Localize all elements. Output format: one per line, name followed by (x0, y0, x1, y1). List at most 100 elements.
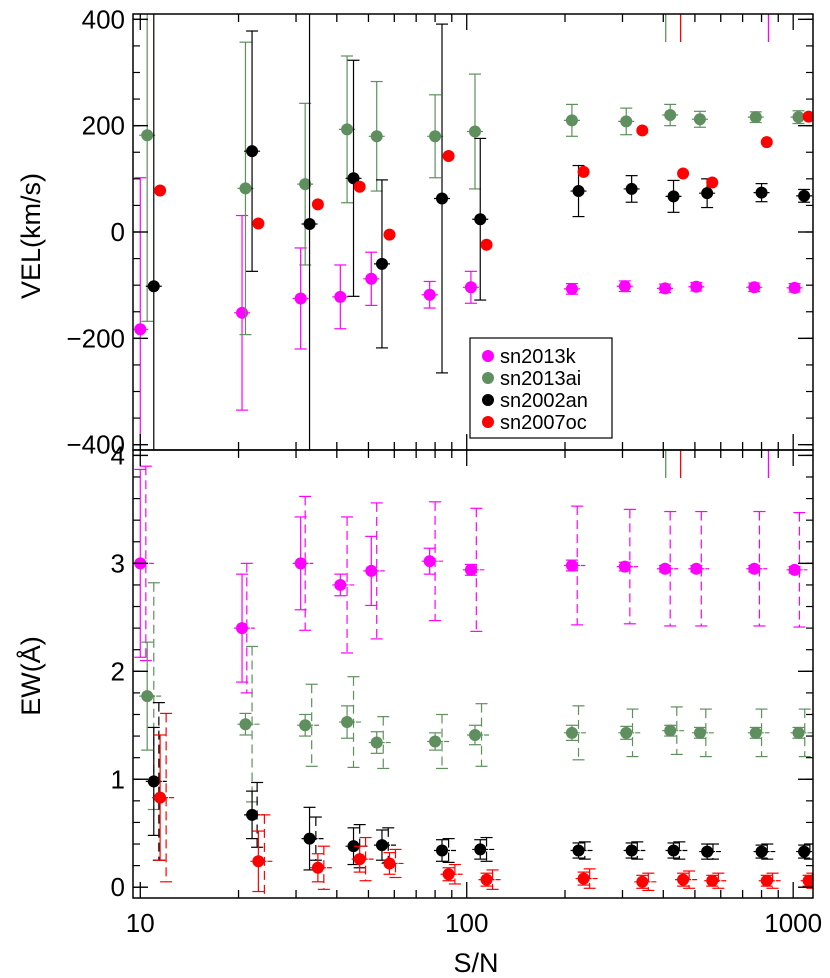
data-point-sn2013k (565, 559, 578, 572)
data-point-sn2007oc (480, 238, 493, 251)
data-point-sn2013ai (749, 111, 762, 124)
data-point-sn2013ai (664, 724, 677, 737)
data-point-sn2013ai (370, 736, 383, 749)
data-point-sn2013ai (565, 726, 578, 739)
data-point-sn2013k (294, 557, 307, 570)
data-point-sn2013k (659, 562, 672, 575)
data-point-sn2013k (365, 564, 378, 577)
data-point-sn2007oc (311, 861, 324, 874)
y-axis-label-ew: EW(Å) (15, 636, 46, 715)
data-point-sn2007oc (154, 791, 167, 804)
data-point-sn2013ai (429, 735, 442, 748)
data-point-sn2013ai (468, 728, 481, 741)
data-point-sn2002an (347, 840, 360, 853)
data-point-sn2002an (572, 844, 585, 857)
x-tick-label: 10 (126, 908, 155, 938)
legend-label-sn2002an: sn2002an (500, 390, 588, 412)
data-point-sn2007oc (677, 167, 690, 180)
data-point-sn2002an (303, 218, 316, 231)
data-point-sn2007oc (636, 124, 649, 137)
legend-swatch-sn2002an (482, 394, 494, 406)
data-point-sn2013ai (341, 123, 354, 136)
data-point-sn2013k (334, 290, 347, 303)
data-point-sn2013k (748, 281, 761, 294)
data-point-sn2007oc (353, 853, 366, 866)
plot-area (133, 450, 813, 898)
data-point-sn2002an (798, 189, 811, 202)
data-point-sn2013k (565, 282, 578, 295)
data-point-sn2013ai (141, 129, 154, 142)
data-point-sn2013k (748, 562, 761, 575)
data-point-sn2013k (788, 563, 801, 576)
y-tick-label: −400 (66, 430, 125, 460)
legend-label-sn2007oc: sn2007oc (500, 412, 587, 434)
y-axis-label-velocity: VEL(km/s) (16, 173, 46, 299)
data-point-sn2007oc (252, 855, 265, 868)
data-point-sn2013ai (664, 109, 677, 122)
data-point-sn2013k (690, 562, 703, 575)
data-point-sn2002an (572, 185, 585, 198)
y-tick-label: 1 (111, 764, 125, 794)
data-point-sn2013ai (792, 111, 805, 124)
data-point-sn2002an (436, 192, 449, 205)
data-point-sn2007oc (706, 176, 719, 189)
x-axis-label: S/N (453, 948, 498, 978)
data-point-sn2013ai (341, 716, 354, 729)
data-point-sn2002an (798, 845, 811, 858)
legend-swatch-sn2013ai (482, 372, 494, 384)
data-point-sn2013ai (693, 113, 706, 126)
data-point-sn2002an (147, 280, 160, 293)
data-point-sn2002an (667, 190, 680, 203)
data-point-sn2002an (625, 844, 638, 857)
data-point-sn2002an (375, 257, 388, 270)
data-point-sn2002an (755, 845, 768, 858)
data-point-sn2013k (464, 563, 477, 576)
data-point-sn2002an (474, 213, 487, 226)
data-point-sn2002an (755, 186, 768, 199)
data-point-sn2002an (474, 843, 487, 856)
data-point-sn2007oc (677, 873, 690, 886)
data-point-sn2002an (303, 832, 316, 845)
data-point-sn2007oc (480, 873, 493, 886)
data-point-sn2002an (375, 839, 388, 852)
data-point-sn2007oc (577, 165, 590, 178)
data-point-sn2013ai (565, 114, 578, 127)
data-point-sn2013ai (239, 182, 252, 195)
data-point-sn2013k (236, 306, 249, 319)
legend-swatch-sn2013k (482, 350, 494, 362)
y-tick-label: 2 (111, 656, 125, 686)
data-point-sn2013k (423, 555, 436, 568)
data-point-sn2007oc (383, 228, 396, 241)
data-point-sn2002an (147, 775, 160, 788)
data-point-sn2002an (667, 844, 680, 857)
data-point-sn2007oc (383, 857, 396, 870)
data-point-sn2013ai (429, 130, 442, 143)
data-point-sn2007oc (706, 874, 719, 887)
y-tick-label: 4 (111, 440, 125, 470)
data-point-sn2007oc (577, 872, 590, 885)
data-point-sn2002an (436, 844, 449, 857)
data-point-sn2007oc (636, 875, 649, 888)
data-point-sn2013k (334, 578, 347, 591)
legend-label-sn2013k: sn2013k (500, 346, 577, 368)
data-point-sn2002an (246, 145, 259, 158)
data-point-sn2007oc (154, 184, 167, 197)
data-point-sn2007oc (442, 149, 455, 162)
data-point-sn2013k (365, 272, 378, 285)
data-point-sn2002an (347, 172, 360, 185)
data-point-sn2013k (464, 281, 477, 294)
y-tick-label: 3 (111, 548, 125, 578)
legend-swatch-sn2007oc (482, 416, 494, 428)
data-point-sn2013ai (299, 178, 312, 191)
data-point-sn2002an (625, 182, 638, 195)
y-tick-label: 0 (111, 217, 125, 247)
data-point-sn2013ai (299, 719, 312, 732)
data-point-sn2002an (701, 845, 714, 858)
y-tick-label: 0 (111, 872, 125, 902)
data-point-sn2007oc (442, 868, 455, 881)
data-point-sn2007oc (760, 136, 773, 149)
data-point-sn2007oc (802, 110, 813, 123)
